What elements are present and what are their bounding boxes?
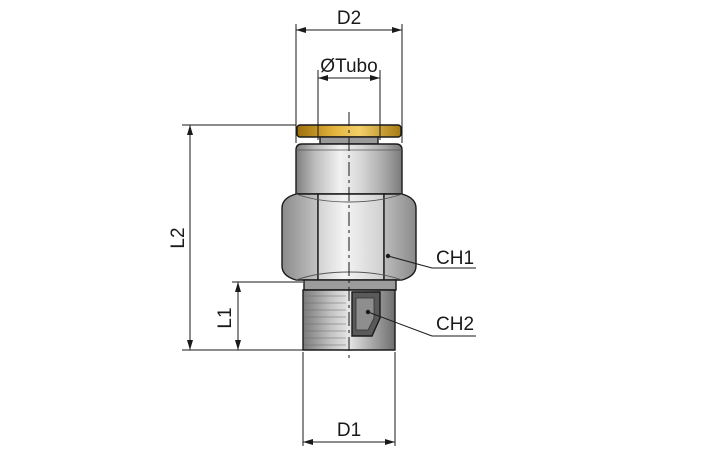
dimension-d1: D1 (302, 352, 396, 446)
label-ch2: CH2 (436, 314, 474, 335)
dimension-l2: L2 (168, 124, 303, 351)
hex-nut-left-face (281, 193, 319, 281)
hex-nut-right-face (383, 193, 417, 281)
label-d1: D1 (337, 420, 361, 441)
dimension-tube: ØTubo (317, 56, 381, 140)
ch2-hex-socket-inner (355, 297, 375, 331)
hex-nut-center-face (317, 193, 385, 281)
label-tube: ØTubo (320, 56, 377, 77)
leader-ch1: CH1 (385, 248, 476, 269)
label-ch1: CH1 (436, 248, 474, 269)
dimension-d2: D2 (295, 8, 403, 143)
dimension-l1: L1 (215, 281, 303, 350)
hex-nut-top-chamfer (295, 193, 403, 203)
neck (303, 279, 397, 291)
label-l2: L2 (168, 227, 189, 248)
thread-lines (304, 295, 346, 346)
label-d2: D2 (337, 8, 361, 29)
label-l1: L1 (215, 307, 236, 328)
leader-ch2: CH2 (365, 309, 476, 337)
